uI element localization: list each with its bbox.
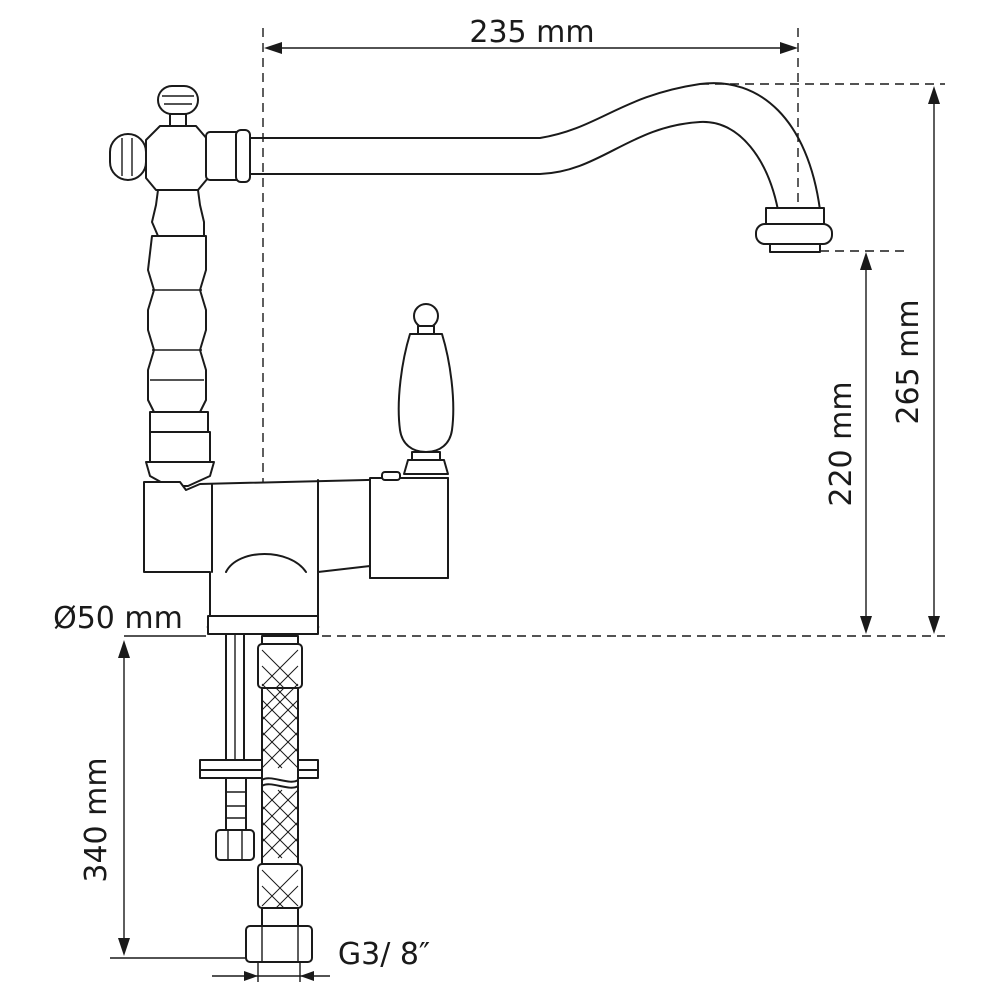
dimension-base-diameter: Ø50 mm	[53, 601, 320, 637]
lever-handle-finial	[413, 303, 439, 329]
column-collar	[149, 411, 209, 433]
spout-aerator	[755, 223, 833, 245]
hose-hex-connector	[245, 925, 313, 963]
column-base-ring	[149, 431, 211, 463]
dimension-label-base-diameter: Ø50 mm	[53, 601, 183, 636]
dimension-reach: 235 mm	[264, 15, 798, 54]
column-head	[145, 125, 209, 191]
dimension-label-height-spout: 220 mm	[824, 381, 859, 506]
underdeck-assembly	[199, 633, 319, 963]
braided-hose	[245, 635, 313, 963]
column-top-knob	[157, 85, 199, 115]
dimension-height-spout: 220 mm	[824, 252, 872, 634]
base-flange	[207, 615, 319, 635]
dimension-label-reach: 235 mm	[469, 15, 594, 50]
column-side-knob	[109, 133, 147, 181]
dimension-hose-length: 340 mm	[79, 640, 248, 959]
mounting-nut	[225, 777, 247, 831]
faucet-column	[109, 85, 251, 487]
dimension-label-height-total: 265 mm	[891, 299, 926, 424]
lever-handle	[381, 303, 455, 481]
column-shaft	[147, 235, 207, 413]
faucet-body	[143, 477, 449, 635]
dimension-height-total: 265 mm	[891, 86, 940, 634]
spout-outlet	[769, 243, 821, 253]
dimension-label-hose-length: 340 mm	[79, 757, 114, 882]
dimension-label-thread: G3/ 8″	[338, 937, 430, 972]
mounting-nut-end	[215, 829, 255, 861]
faucet-spout	[247, 82, 833, 253]
lever-housing	[369, 477, 449, 579]
mounting-plate	[199, 759, 319, 771]
spout-aerator-ring	[765, 207, 825, 225]
dimension-thread: G3/ 8″	[212, 937, 430, 982]
lever-handle-porcelain	[397, 333, 455, 453]
